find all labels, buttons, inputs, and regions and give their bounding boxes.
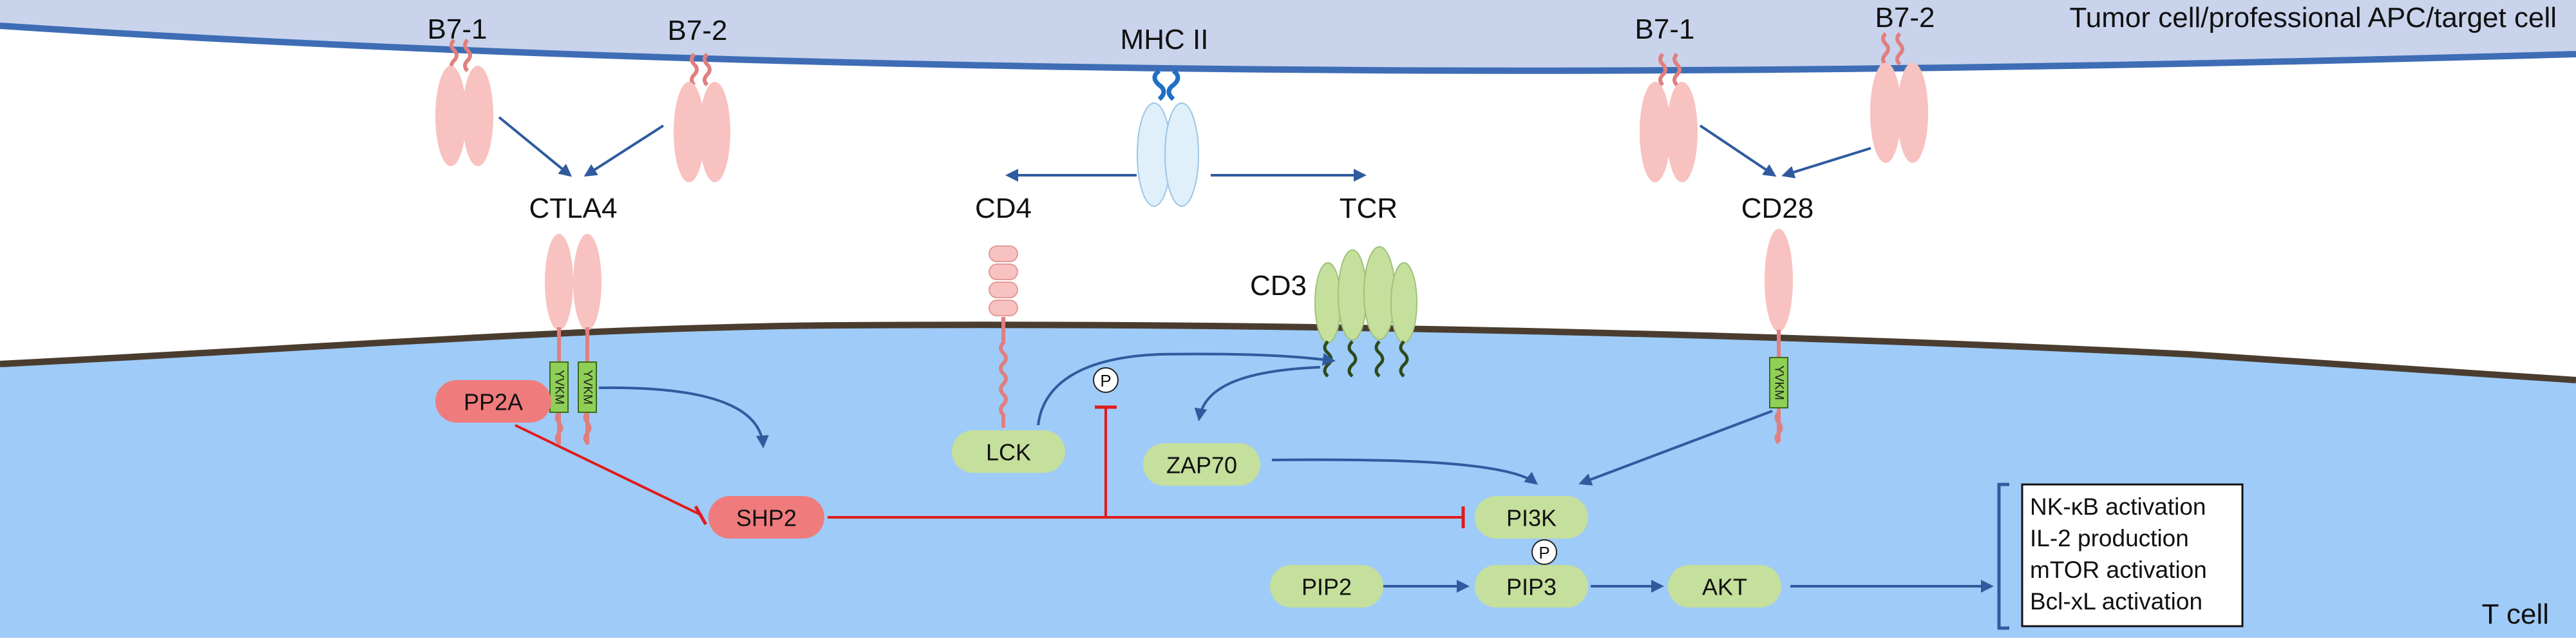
- b7-1-left-label: B7-1: [428, 14, 488, 45]
- svg-text:LCK: LCK: [986, 439, 1031, 466]
- cd28-motif: YVKM: [1769, 357, 1788, 408]
- intracellular-arrows: [598, 352, 1994, 593]
- cd4-coreceptor: [989, 245, 1018, 428]
- svg-text:PP2A: PP2A: [464, 389, 523, 416]
- tcr-label: TCR: [1340, 193, 1397, 224]
- b7-2-right-label: B7-2: [1875, 2, 1935, 33]
- b7-2-left-ligand: [674, 52, 730, 182]
- svg-text:YVKM: YVKM: [581, 370, 594, 405]
- phospho-marker-pip3: P: [1531, 539, 1557, 565]
- pp2a-node: PP2A: [435, 380, 551, 423]
- mhc-ii-label: MHC II: [1121, 24, 1209, 55]
- akt-node: AKT: [1668, 565, 1781, 608]
- cd3-label: CD3: [1250, 270, 1307, 301]
- b7-1-left-ligand: [435, 38, 493, 166]
- svg-text:AKT: AKT: [1702, 574, 1747, 600]
- t-cell-cytoplasm: [0, 325, 2576, 638]
- mhc-ii-molecule: [1137, 69, 1199, 207]
- ctla4-motif-left: YVKM: [549, 361, 569, 413]
- svg-text:PIP3: PIP3: [1506, 574, 1557, 600]
- apc-cell-region: [0, 0, 2576, 71]
- b7-1-right-label: B7-1: [1635, 14, 1695, 45]
- outcome-bracket: [1997, 483, 2009, 630]
- b7-2-right-ligand: [1870, 32, 1928, 163]
- phospho-marker-top: P: [1093, 367, 1119, 393]
- zap70-node: ZAP70: [1143, 443, 1260, 486]
- pip3-node: PIP3: [1475, 565, 1588, 608]
- shp2-node: SHP2: [708, 496, 824, 539]
- svg-text:YVKM: YVKM: [553, 370, 566, 405]
- outcome-item-4: Bcl-xL activation: [2030, 588, 2202, 615]
- svg-text:PI3K: PI3K: [1506, 505, 1557, 531]
- apc-title-label: Tumor cell/professional APC/target cell: [2070, 2, 2557, 33]
- t-cell-label: T cell: [2482, 598, 2549, 630]
- svg-text:SHP2: SHP2: [736, 505, 797, 531]
- svg-text:P: P: [1100, 371, 1111, 390]
- pi3k-node: PI3K: [1475, 496, 1588, 539]
- ctla4-label: CTLA4: [529, 193, 618, 224]
- ctla4-motif-right: YVKM: [578, 361, 597, 413]
- svg-text:P: P: [1539, 543, 1549, 562]
- b7-2-left-label: B7-2: [668, 15, 728, 46]
- b7-1-right-ligand: [1640, 52, 1698, 182]
- ligand-binding-arrows: [498, 116, 1871, 182]
- outcome-box: [2021, 483, 2244, 627]
- cd28-label: CD28: [1741, 193, 1814, 224]
- outcome-item-3: mTOR activation: [2030, 557, 2207, 583]
- outcome-item-2: IL-2 production: [2030, 525, 2189, 551]
- lck-node: LCK: [952, 430, 1065, 473]
- svg-text:YVKM: YVKM: [1772, 365, 1786, 400]
- tcr-cd3-complex: [1314, 246, 1417, 378]
- svg-text:ZAP70: ZAP70: [1166, 452, 1237, 479]
- cd4-label: CD4: [975, 193, 1032, 224]
- apc-membrane: [0, 23, 2576, 74]
- svg-text:PIP2: PIP2: [1302, 574, 1352, 600]
- inhibition-lines: [515, 405, 1465, 528]
- outcome-item-1: NK-κB activation: [2030, 493, 2206, 520]
- pip2-node: PIP2: [1270, 565, 1383, 608]
